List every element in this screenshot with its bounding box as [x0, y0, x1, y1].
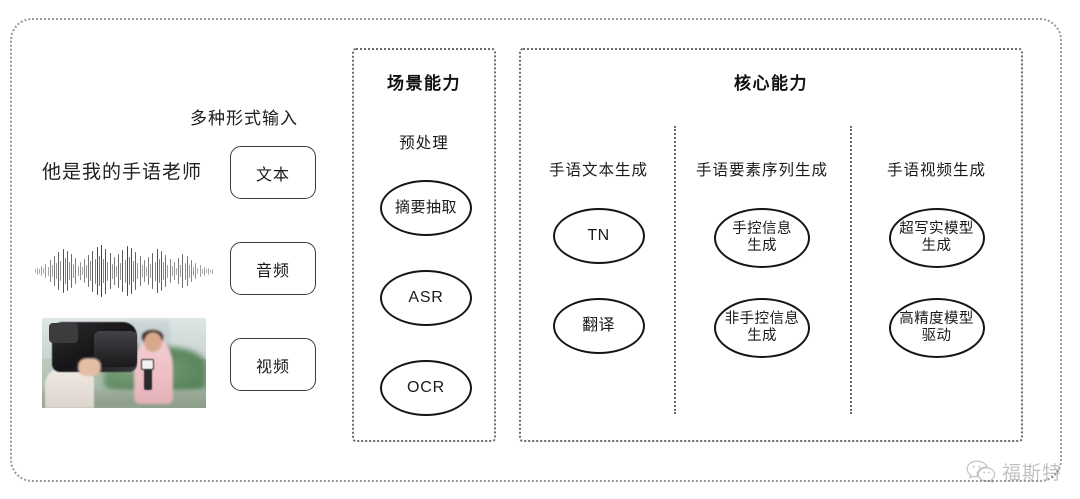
- core-capability-panel: 核心能力 手语文本生成 TN 翻译 手语要素序列生成 手控信息 生成 非手控信息…: [519, 48, 1023, 442]
- core-column-sign-text-generation: 手语文本生成 TN 翻译: [523, 50, 674, 440]
- core-column-label: 手语视频生成: [886, 162, 986, 179]
- node-non-manual-info-generation[interactable]: 非手控信息 生成: [714, 298, 810, 358]
- input-button-text[interactable]: 文本: [230, 146, 316, 199]
- node-label-line2: 驱动: [921, 328, 952, 344]
- input-button-audio[interactable]: 音频: [230, 242, 316, 295]
- input-section-title: 多种形式输入: [190, 109, 298, 128]
- scene-panel-sub-label: 预处理: [399, 135, 449, 152]
- node-tn[interactable]: TN: [552, 208, 645, 264]
- node-label-line1: 摘要抽取: [394, 199, 457, 217]
- node-label-line1: 翻译: [582, 316, 615, 334]
- core-column-label: 手语文本生成: [548, 162, 648, 179]
- node-label-line1: ASR: [408, 288, 444, 306]
- node-asr[interactable]: ASR: [380, 270, 472, 326]
- input-row: 音频: [26, 242, 326, 297]
- scene-panel-title: 场景能力: [387, 74, 461, 93]
- node-summary-extraction[interactable]: 摘要抽取: [380, 180, 472, 236]
- input-row: 他是我的手语老师 文本: [26, 146, 326, 200]
- node-manual-info-generation[interactable]: 手控信息 生成: [714, 208, 810, 268]
- scene-capability-panel: 场景能力 预处理 摘要抽取 ASR OCR: [352, 48, 496, 442]
- audio-waveform-icon: [34, 242, 214, 300]
- core-column-sign-element-sequence-generation: 手语要素序列生成 手控信息 生成 非手控信息 生成: [674, 50, 850, 440]
- node-ocr[interactable]: OCR: [380, 360, 472, 416]
- input-button-video[interactable]: 视频: [230, 338, 316, 391]
- node-label-line1: 手控信息: [732, 220, 792, 237]
- wechat-icon: [966, 460, 996, 484]
- node-high-precision-model-driving[interactable]: 高精度模型 驱动: [888, 298, 985, 358]
- node-label-line2: 生成: [747, 238, 777, 254]
- outer-frame: [10, 18, 1062, 482]
- core-column-sign-video-generation: 手语视频生成 超写实模型 生成 高精度模型 驱动: [850, 50, 1023, 440]
- watermark-text: 福斯特: [1001, 463, 1062, 484]
- node-label-line1: 非手控信息: [724, 310, 800, 327]
- core-column-divider: [674, 126, 676, 414]
- input-row: 视频: [26, 318, 326, 408]
- node-label-line2: 生成: [747, 328, 777, 344]
- text-sample: 他是我的手语老师: [41, 162, 202, 183]
- input-section: 多种形式输入 他是我的手语老师 文本 音频: [26, 90, 326, 420]
- watermark: 福斯特: [966, 458, 1062, 485]
- core-column-label: 手语要素序列生成: [695, 162, 828, 179]
- node-photorealistic-model-generation[interactable]: 超写实模型 生成: [888, 208, 985, 268]
- core-panel-title: 核心能力: [734, 74, 808, 93]
- node-label-line1: 高精度模型: [899, 310, 974, 327]
- node-label-line1: 超写实模型: [899, 220, 974, 237]
- node-translation[interactable]: 翻译: [552, 298, 645, 354]
- video-thumbnail: [42, 318, 206, 408]
- node-label-line1: OCR: [407, 378, 445, 396]
- node-label-line1: TN: [587, 226, 610, 244]
- node-label-line2: 生成: [921, 238, 952, 254]
- core-column-divider: [850, 126, 852, 414]
